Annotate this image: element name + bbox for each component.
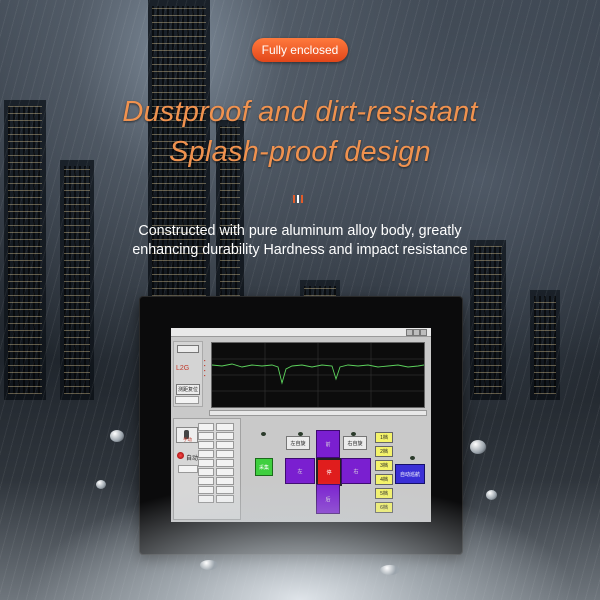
dpad-center[interactable]: 停 <box>316 458 342 486</box>
close-icon[interactable] <box>420 329 427 336</box>
building-silhouette <box>4 100 46 400</box>
input-cell[interactable] <box>178 465 198 473</box>
input-cell[interactable] <box>198 459 214 467</box>
input-cell[interactable] <box>216 432 234 440</box>
left-rotate-button[interactable]: 左自旋 <box>286 436 310 450</box>
auto-cruise-button[interactable]: 自动巡航 <box>395 464 425 484</box>
water-droplet <box>200 560 218 570</box>
window-titlebar <box>171 328 431 337</box>
logo-text: L2G <box>176 365 190 372</box>
input-cell[interactable] <box>216 459 234 467</box>
divider-mark <box>293 195 295 203</box>
status-lamp-icon <box>261 432 266 436</box>
tablet-screen: L2G 测距复位 ▪▪▪▪ 自动 <box>171 328 431 522</box>
waveform-svg <box>211 343 425 407</box>
input-cell[interactable] <box>198 423 214 431</box>
divider-marks <box>293 195 303 203</box>
gear-4-button[interactable]: 4档 <box>375 474 393 485</box>
input-cell[interactable] <box>216 441 234 449</box>
gear-1-button[interactable]: 1档 <box>375 432 393 443</box>
input-cell[interactable] <box>216 477 234 485</box>
gear-6-button[interactable]: 6档 <box>375 502 393 513</box>
divider-mark <box>301 195 303 203</box>
industrial-tablet: L2G 测距复位 ▪▪▪▪ 自动 <box>140 297 462 554</box>
fully-enclosed-badge: Fully enclosed <box>252 38 348 62</box>
reset-button[interactable]: 测距复位 <box>176 384 200 395</box>
switch-box[interactable] <box>176 427 198 443</box>
water-droplet <box>380 565 400 575</box>
input-cell[interactable] <box>198 486 214 494</box>
input-cell[interactable] <box>216 468 234 476</box>
input-cell[interactable] <box>216 495 234 503</box>
dpad-right[interactable]: 右 <box>341 458 371 484</box>
graph-scroll-strip[interactable] <box>209 410 427 416</box>
input-cell[interactable] <box>198 441 214 449</box>
toggle-switch-icon <box>184 430 189 439</box>
dpad-up[interactable]: 前 <box>316 430 340 458</box>
building-silhouette <box>60 160 94 400</box>
water-droplet <box>110 430 124 442</box>
status-table-panel: 自动 手动 <box>173 418 241 520</box>
auto-label: 自动 <box>186 456 199 462</box>
building-silhouette <box>470 240 506 400</box>
waveform-line <box>211 363 425 385</box>
water-droplet <box>486 490 497 500</box>
input-cell[interactable] <box>175 396 199 404</box>
collect-button[interactable]: 采集 <box>255 458 273 476</box>
status-lamp-icon <box>298 432 303 436</box>
manual-label: 手动 <box>183 437 192 442</box>
right-rotate-button[interactable]: 右自旋 <box>343 436 367 450</box>
building-silhouette <box>530 290 560 400</box>
power-knob-icon[interactable] <box>177 452 184 459</box>
graph-axis-label: ▪▪▪▪ <box>202 358 207 378</box>
top-small-button[interactable] <box>177 345 199 353</box>
input-cell[interactable] <box>216 450 234 458</box>
headline-line1: Dustproof and dirt-resistant <box>122 96 478 128</box>
input-cell[interactable] <box>198 432 214 440</box>
dpad-left[interactable]: 左 <box>285 458 315 484</box>
maximize-icon[interactable] <box>413 329 420 336</box>
gear-5-button[interactable]: 5档 <box>375 488 393 499</box>
input-cell[interactable] <box>198 477 214 485</box>
dpad-down[interactable]: 后 <box>316 484 340 514</box>
gear-3-button[interactable]: 3档 <box>375 460 393 471</box>
input-cell[interactable] <box>198 450 214 458</box>
description-line2: enhancing durability Hardness and impact… <box>132 242 468 258</box>
divider-mark <box>297 195 299 203</box>
description-line1: Constructed with pure aluminum alloy bod… <box>138 223 462 239</box>
status-lamp-icon <box>410 456 415 460</box>
waveform-graph <box>211 342 425 408</box>
headline-line2: Splash-proof design <box>169 136 431 168</box>
input-cell[interactable] <box>198 495 214 503</box>
input-cell[interactable] <box>216 486 234 494</box>
gear-2-button[interactable]: 2档 <box>375 446 393 457</box>
water-droplet <box>96 480 106 489</box>
minimize-icon[interactable] <box>406 329 413 336</box>
status-lamp-icon <box>351 432 356 436</box>
input-cell[interactable] <box>216 423 234 431</box>
water-droplet <box>470 440 486 454</box>
input-cell[interactable] <box>198 468 214 476</box>
